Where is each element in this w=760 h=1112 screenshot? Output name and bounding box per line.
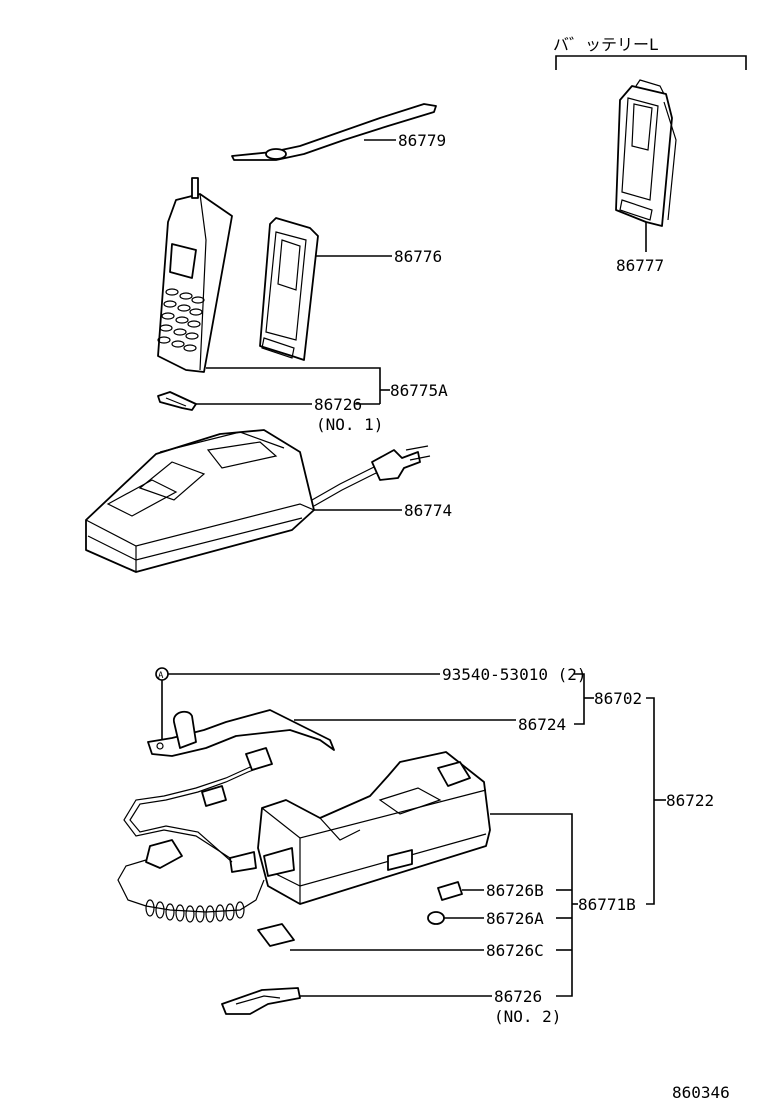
marker-a-label: A: [158, 671, 164, 681]
clip-86726-no1: [157, 391, 197, 411]
label-86774: 86774: [404, 501, 452, 520]
label-86771b: 86771B: [578, 895, 636, 914]
label-86726b: 86726B: [486, 881, 544, 900]
leader-86702-bracket: [574, 673, 585, 725]
leader-86702-86722: [646, 697, 655, 905]
battery-l-label: バ゛ッテリーL: [553, 35, 659, 54]
cradle-86771b: [117, 747, 491, 923]
leader-86775a-handset: [206, 367, 381, 404]
label-86726-no2-note: (NO. 2): [494, 1007, 561, 1026]
battery-86776: 86776: [259, 217, 442, 361]
label-86726c: 86726C: [486, 941, 544, 960]
handset-illustration: [157, 177, 233, 373]
part-86726b: [437, 881, 463, 901]
charger-86774: 86774: [85, 429, 452, 573]
label-86775a: 86775A: [390, 381, 448, 400]
battery-l-bracket: [555, 55, 747, 70]
leader-86771b-bracket: [490, 813, 573, 997]
label-86724: 86724: [518, 715, 566, 734]
label-86726-no2: 86726: [494, 987, 542, 1006]
label-86776: 86776: [394, 247, 442, 266]
part-86726c: [257, 923, 295, 947]
label-86726-no1: 86726: [314, 395, 362, 414]
marker-a: A: [155, 667, 169, 681]
label-86779: 86779: [398, 131, 446, 150]
part-86726a: [427, 911, 445, 925]
label-86777: 86777: [616, 256, 664, 275]
label-93540: 93540-53010 (2): [442, 665, 587, 684]
label-86726-no1-note: (NO. 1): [316, 415, 383, 434]
bracket-86724: [147, 680, 335, 757]
reference-number: 860346: [672, 1083, 730, 1102]
label-86702: 86702: [594, 689, 642, 708]
clip-86726-no2: [221, 987, 301, 1015]
battery-l-illustration: [615, 79, 677, 227]
label-86726a: 86726A: [486, 909, 544, 928]
label-86722: 86722: [666, 791, 714, 810]
strap-86779: 86779: [231, 103, 446, 161]
battery-l-group: バ゛ッテリーL 86777: [553, 35, 747, 275]
